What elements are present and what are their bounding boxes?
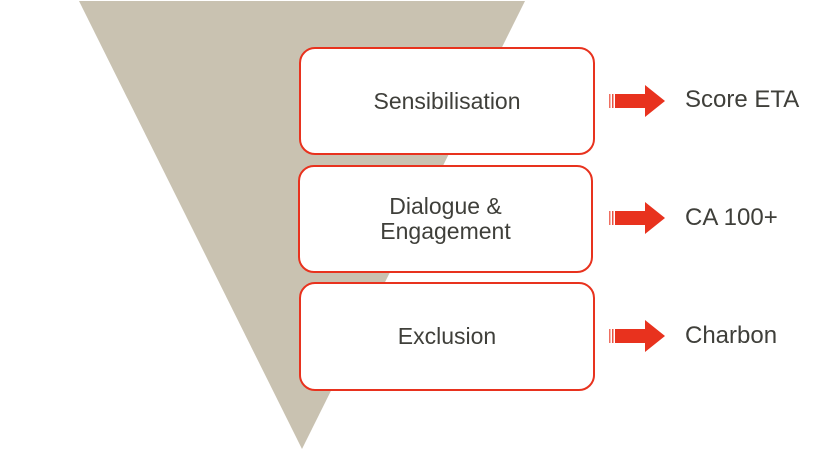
arrow-right-icon <box>609 202 665 234</box>
stage-label: Exclusion <box>397 323 497 349</box>
stage-label-line-2: Engagement <box>380 218 511 244</box>
stage-label: Sensibilisation <box>373 87 521 114</box>
arrow-right-icon <box>609 85 665 117</box>
arrow-right-icon <box>609 320 665 352</box>
outcome-label-ca100: CA 100+ <box>685 204 778 231</box>
stage-label-line-1: Dialogue & <box>389 193 502 219</box>
stage-box-sensibilisation: Sensibilisation <box>299 47 595 155</box>
outcome-label-charbon: Charbon <box>685 322 778 349</box>
outcome-label-score-eta: Score ETA <box>685 86 800 113</box>
stage-box-dialogue-engagement: Dialogue & Engagement <box>298 165 593 273</box>
stage-box-exclusion: Exclusion <box>299 282 595 391</box>
